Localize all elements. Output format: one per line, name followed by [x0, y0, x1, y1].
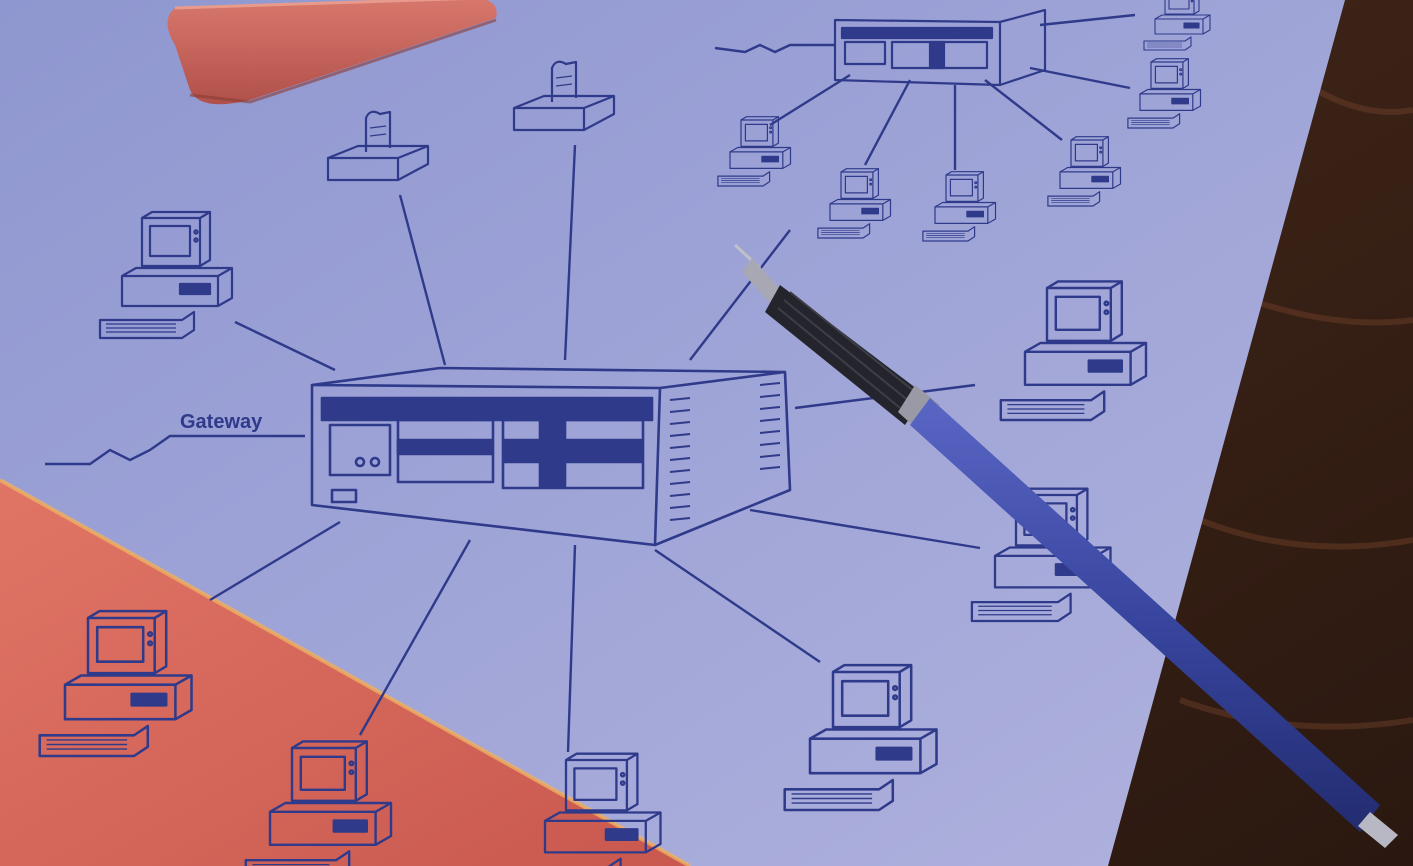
gateway-label: Gateway: [180, 411, 263, 433]
